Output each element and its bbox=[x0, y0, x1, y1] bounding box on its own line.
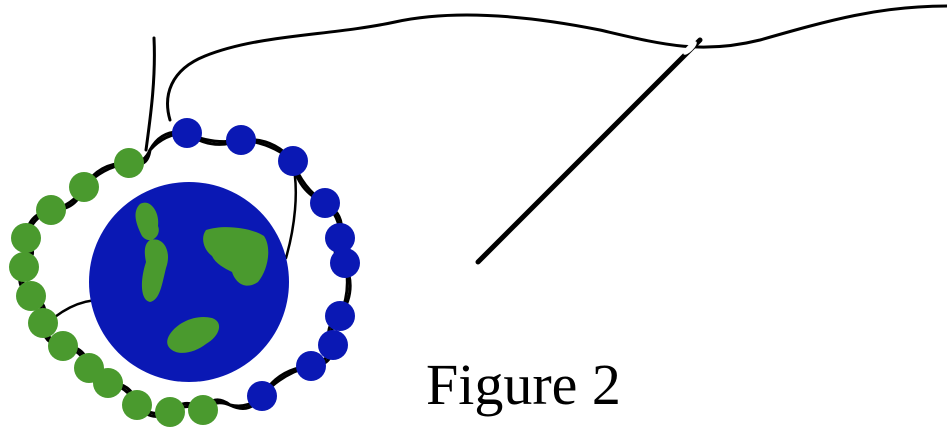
green-bead-2 bbox=[69, 172, 99, 202]
green-bead-1 bbox=[114, 148, 144, 178]
green-bead-10 bbox=[93, 368, 123, 398]
blue-bead-6 bbox=[330, 248, 360, 278]
globe-land-4 bbox=[167, 316, 220, 353]
green-bead-4 bbox=[11, 223, 41, 253]
blue-bead-1 bbox=[172, 118, 202, 148]
bead-ring bbox=[9, 118, 360, 427]
green-bead-13 bbox=[188, 395, 218, 425]
globe-land-1 bbox=[135, 202, 159, 241]
blue-bead-5 bbox=[325, 223, 355, 253]
blue-bead-3 bbox=[278, 146, 308, 176]
green-bead-5 bbox=[9, 252, 39, 282]
globe-land-2 bbox=[141, 239, 169, 302]
globe-land-3 bbox=[203, 227, 269, 286]
blue-bead-2 bbox=[226, 125, 256, 155]
blue-bead-4 bbox=[310, 188, 340, 218]
green-bead-6 bbox=[16, 281, 46, 311]
working-thread bbox=[166, 4, 947, 122]
green-bead-12 bbox=[155, 397, 185, 427]
needle-icon bbox=[475, 37, 703, 265]
blue-bead-9 bbox=[296, 351, 326, 381]
globe-icon bbox=[89, 182, 289, 382]
green-bead-7 bbox=[28, 308, 58, 338]
green-bead-11 bbox=[122, 390, 152, 420]
blue-bead-10 bbox=[247, 381, 277, 411]
thread-tail bbox=[144, 36, 156, 152]
green-bead-8 bbox=[48, 331, 78, 361]
green-bead-3 bbox=[36, 195, 66, 225]
blue-bead-8 bbox=[318, 330, 348, 360]
blue-bead-7 bbox=[325, 301, 355, 331]
figure-caption: Figure 2 bbox=[426, 352, 621, 417]
